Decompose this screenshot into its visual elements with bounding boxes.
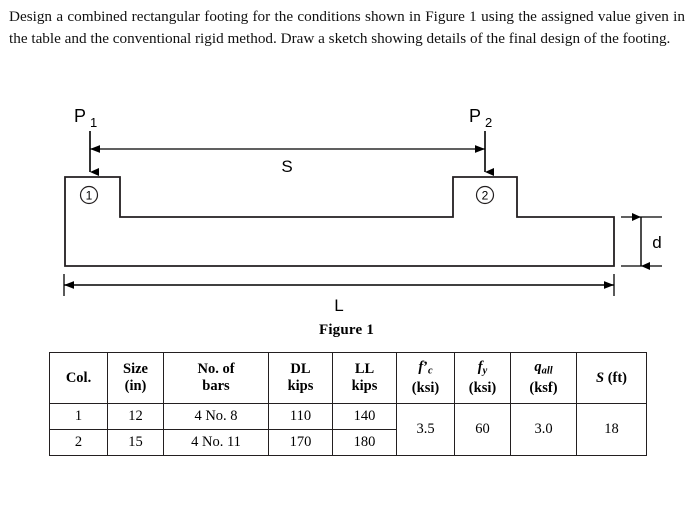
footing-diagram-svg: P 1 P 2 S 1 2 d L [63, 106, 662, 315]
load-label-p1: P [74, 106, 86, 126]
header-fy-unit: (ksi) [468, 379, 497, 396]
cell-dl: 110 [268, 403, 333, 430]
problem-statement: Design a combined rectangular footing fo… [9, 8, 685, 47]
column-marker-1-circle [79, 185, 99, 205]
footing-figure: P 1 P 2 S 1 2 d L [0, 96, 693, 346]
load-label-p1-subscript: 1 [90, 115, 97, 130]
load-label-p2: P [469, 106, 481, 126]
data-table-container: Col. Size (in) No. of bars DL kips LL ki… [49, 352, 647, 456]
header-fc: f’c (ksi) [396, 352, 455, 404]
dimension-label-l: L [334, 296, 343, 315]
cell-qall: 3.0 [510, 403, 577, 456]
cell-ll: 140 [332, 403, 397, 430]
cell-size: 15 [107, 429, 164, 456]
header-ll-line1: LL [354, 361, 375, 377]
table-row: 2 15 4 No. 11 170 180 [49, 429, 647, 456]
cell-col: 1 [49, 403, 108, 430]
header-size-line2: (in) [124, 378, 147, 394]
load-label-p2-subscript: 2 [485, 115, 492, 130]
header-size-line1: Size [123, 361, 148, 377]
column-data-table: Col. Size (in) No. of bars DL kips LL ki… [49, 352, 647, 456]
header-live-load: LL kips [332, 352, 397, 404]
cell-ll: 180 [332, 429, 397, 456]
header-fy-symbol: fy [477, 359, 488, 377]
column-marker-1-label: 1 [86, 189, 93, 203]
header-fc-symbol: f’c [418, 359, 433, 377]
figure-caption: Figure 1 [318, 322, 375, 338]
dimension-label-s: S [281, 157, 292, 176]
header-dl-line2: kips [287, 378, 314, 394]
cell-fy: 60 [454, 403, 511, 456]
column-marker-2-label: 2 [482, 189, 489, 203]
table-header-row: Col. Size (in) No. of bars DL kips LL ki… [49, 352, 647, 404]
header-fc-unit: (ksi) [411, 379, 440, 396]
header-dl-line1: DL [290, 361, 311, 377]
header-fy: fy (ksi) [454, 352, 511, 404]
header-size: Size (in) [107, 352, 164, 404]
header-bars-line2: bars [202, 378, 230, 394]
header-spacing-label: S (ft) [595, 369, 628, 386]
cell-bars: 4 No. 11 [163, 429, 269, 456]
header-no-of-bars: No. of bars [163, 352, 269, 404]
header-spacing: S (ft) [576, 352, 647, 404]
footing-outline [64, 176, 615, 267]
header-ll-line2: kips [351, 378, 378, 394]
header-col: Col. [49, 352, 108, 404]
table-row: 1 12 4 No. 8 110 140 3.5 60 3.0 18 [49, 403, 647, 456]
cell-dl: 170 [268, 429, 333, 456]
header-qall-unit: (ksf) [529, 379, 558, 396]
cell-bars: 4 No. 8 [163, 403, 269, 430]
cell-col: 2 [49, 429, 108, 456]
header-col-line1: Col. [65, 369, 92, 386]
cell-spacing: 18 [576, 403, 647, 456]
cell-fc: 3.5 [396, 403, 455, 456]
header-bars-line1: No. of [197, 361, 235, 377]
column-marker-2-circle [475, 185, 495, 205]
header-qall-symbol: qall [534, 359, 553, 377]
header-qall: qall (ksf) [510, 352, 577, 404]
dimension-label-d: d [652, 233, 661, 252]
header-dead-load: DL kips [268, 352, 333, 404]
cell-size: 12 [107, 403, 164, 430]
